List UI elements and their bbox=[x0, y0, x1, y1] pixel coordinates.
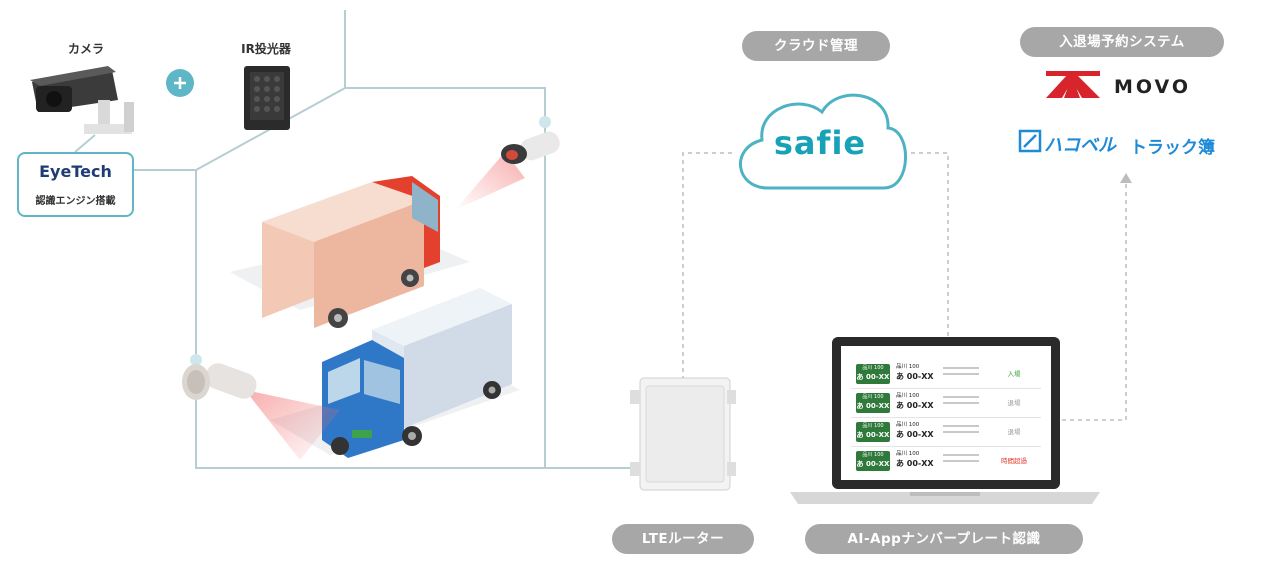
reading-region: 品川 100 bbox=[896, 422, 920, 428]
entry-status: 入場 bbox=[1007, 370, 1021, 378]
ir-leds bbox=[254, 76, 280, 112]
row-divider bbox=[851, 417, 1041, 418]
lte-router-pill: LTEルーター bbox=[612, 524, 754, 554]
entry-status: 退場 bbox=[1007, 428, 1021, 436]
camera-label: カメラ bbox=[67, 42, 104, 56]
entry-status: 時間超過 bbox=[1001, 457, 1027, 465]
reservation-system-pill: 入退場予約システム bbox=[1020, 27, 1224, 57]
box-camera bbox=[30, 66, 134, 134]
plate-reading: 品川 100 あ 00-XX bbox=[896, 422, 936, 440]
plate-reading: 品川 100 あ 00-XX bbox=[896, 364, 936, 382]
eyetech-badge: EyeTech 認識エンジン搭載 bbox=[17, 152, 134, 217]
screen-row: 品川 100 あ 00-XX 品川 100 あ 00-XX 時間超過 bbox=[851, 448, 1041, 473]
eyetech-brand: EyeTech bbox=[39, 162, 112, 181]
reading-region: 品川 100 bbox=[896, 393, 920, 399]
top-bullet-camera bbox=[501, 131, 560, 164]
row-divider bbox=[851, 446, 1041, 447]
hakobell-logo-mark bbox=[1018, 129, 1042, 153]
reading-number: あ 00-XX bbox=[896, 430, 934, 439]
license-plate: 品川 100 あ 00-XX bbox=[856, 451, 890, 471]
hakobell-subtitle: トラック簿 bbox=[1130, 138, 1215, 158]
placeholder-bars bbox=[943, 396, 979, 408]
plus-sign bbox=[174, 77, 186, 89]
movo-logo-mark bbox=[1046, 71, 1100, 98]
plate-number: あ 00-XX bbox=[856, 402, 890, 410]
ir-illuminator-label: IR投光器 bbox=[241, 42, 291, 56]
screen-row: 品川 100 あ 00-XX 品川 100 あ 00-XX 退場 bbox=[851, 419, 1041, 444]
top-camera-beam bbox=[455, 152, 525, 210]
row-divider bbox=[851, 388, 1041, 389]
safie-logo: safie bbox=[773, 124, 867, 162]
plate-region: 品川 100 bbox=[862, 394, 884, 400]
license-plate: 品川 100 あ 00-XX bbox=[856, 393, 890, 413]
left-bullet-camera bbox=[182, 363, 257, 400]
dash-cloud-laptop bbox=[903, 152, 949, 336]
reading-number: あ 00-XX bbox=[896, 459, 934, 468]
plate-number: あ 00-XX bbox=[856, 460, 890, 468]
wire-node-left bbox=[190, 354, 202, 366]
reading-region: 品川 100 bbox=[896, 451, 920, 457]
wire-node-top bbox=[539, 116, 551, 128]
screen-row: 品川 100 あ 00-XX 品川 100 あ 00-XX 入場 bbox=[851, 361, 1041, 386]
cloud-shape bbox=[738, 93, 907, 190]
reading-number: あ 00-XX bbox=[896, 372, 934, 381]
left-camera-beam bbox=[245, 390, 340, 460]
dashed-lines bbox=[682, 152, 1127, 421]
license-plate: 品川 100 あ 00-XX bbox=[856, 422, 890, 442]
plate-reading: 品川 100 あ 00-XX bbox=[896, 451, 936, 469]
wire-left-vertical bbox=[195, 170, 640, 469]
dash-laptop-reservation bbox=[1062, 182, 1127, 421]
reading-region: 品川 100 bbox=[896, 364, 920, 370]
placeholder-bars bbox=[943, 367, 979, 379]
red-truck bbox=[262, 176, 440, 328]
license-plate: 品川 100 あ 00-XX bbox=[856, 364, 890, 384]
plate-number: あ 00-XX bbox=[856, 431, 890, 439]
blue-truck bbox=[322, 288, 512, 458]
dash-router-cloud bbox=[682, 152, 735, 380]
plate-reading: 品川 100 あ 00-XX bbox=[896, 393, 936, 411]
ai-app-pill: AI-Appナンバープレート認識 bbox=[805, 524, 1083, 554]
cloud-management-pill: クラウド管理 bbox=[742, 31, 890, 61]
entry-status: 退場 bbox=[1007, 399, 1021, 407]
plate-region: 品川 100 bbox=[862, 423, 884, 429]
reading-number: あ 00-XX bbox=[896, 401, 934, 410]
arrow-up-head bbox=[1120, 173, 1132, 183]
plate-number: あ 00-XX bbox=[856, 373, 890, 381]
movo-logo-text: MOVO bbox=[1114, 76, 1192, 98]
hakobell-brand: ハコベル bbox=[1044, 135, 1116, 156]
screen-row: 品川 100 あ 00-XX 品川 100 あ 00-XX 退場 bbox=[851, 390, 1041, 415]
eyetech-subtitle: 認識エンジン搭載 bbox=[35, 196, 116, 207]
placeholder-bars bbox=[943, 454, 979, 466]
wire-camera-eyetech bbox=[74, 134, 96, 153]
wire-top-trunk bbox=[134, 10, 346, 171]
plate-region: 品川 100 bbox=[862, 365, 884, 371]
lte-router-device bbox=[630, 377, 736, 491]
wire-branch-top-camera bbox=[345, 87, 546, 468]
placeholder-bars bbox=[943, 425, 979, 437]
plate-region: 品川 100 bbox=[862, 452, 884, 458]
